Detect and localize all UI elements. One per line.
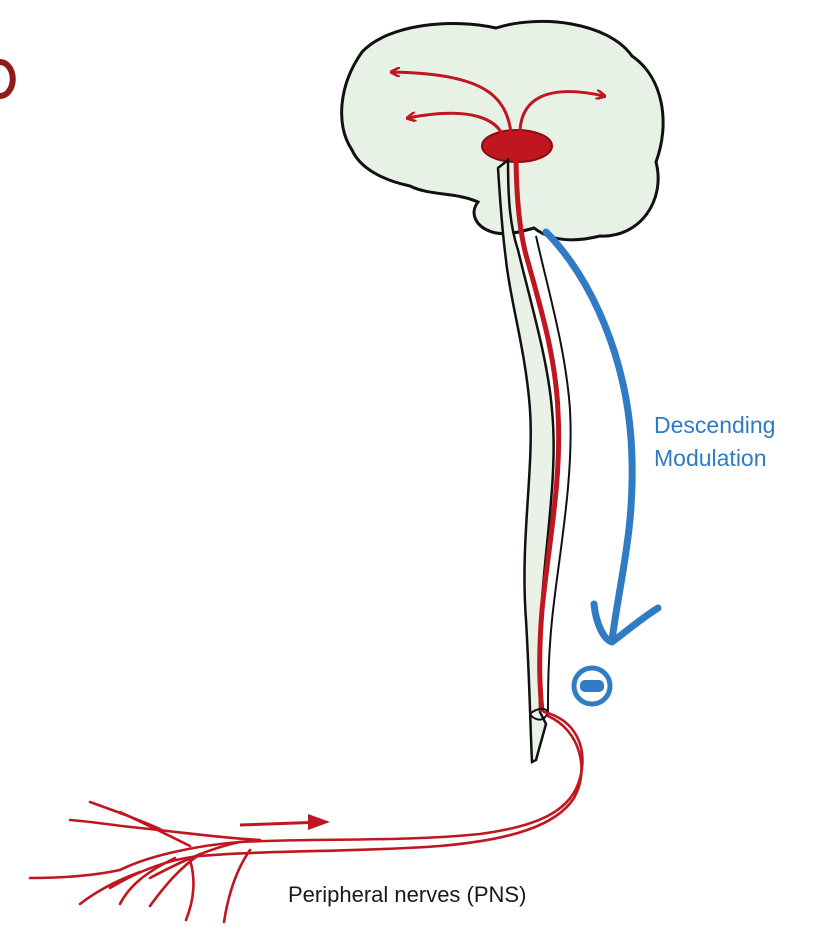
edge-mark — [0, 62, 13, 96]
descending-modulation-arrowhead — [594, 604, 658, 642]
minus-circle-icon — [574, 668, 610, 704]
arrow-right-icon-head — [308, 814, 330, 830]
descending-label-line2: Modulation — [654, 445, 767, 471]
descending-label-line1: Descending — [654, 412, 775, 438]
pns-label: Peripheral nerves (PNS) — [288, 882, 526, 907]
